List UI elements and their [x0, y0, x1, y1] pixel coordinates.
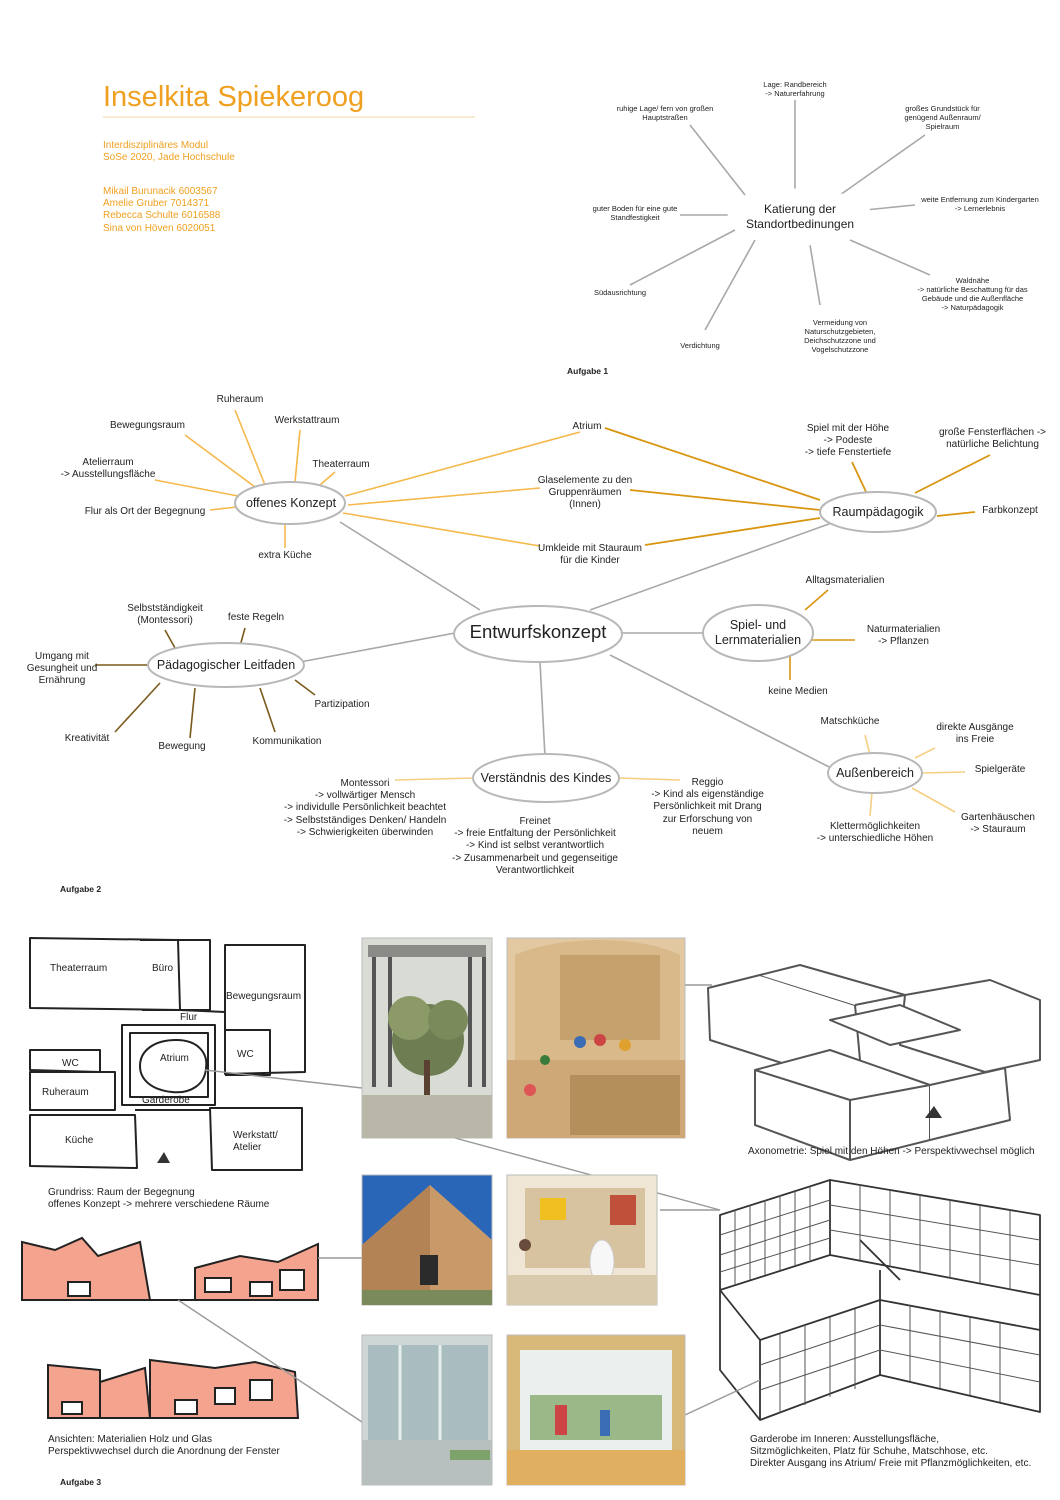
page-title: Inselkita Spiekeroog — [103, 81, 365, 113]
outdoor-leaves-lines — [864, 734, 966, 817]
axonometry-entrance-marker — [925, 1106, 942, 1118]
room-label: WC — [62, 1058, 79, 1069]
location-branch: weite Entfernung zum Kindergarten -> Ler… — [921, 195, 1039, 214]
leaf-everyday-materials: Alltagsmaterialien — [805, 575, 885, 586]
room-label: Garderobe — [142, 1095, 190, 1106]
node-open-concept: offenes Konzept — [245, 496, 337, 510]
team-member: Amelie Gruber 7014371 — [103, 198, 210, 210]
leaf-fixed-rules: feste Regeln — [227, 612, 285, 623]
floor-plan-sketch — [29, 937, 306, 1171]
room-pedagogy-leaves-lines — [604, 427, 991, 546]
leaf-independence: Selbstständigkeit (Montessori) — [127, 603, 203, 627]
photo-connectors — [177, 984, 761, 1423]
location-branch: Waldnähe -> natürliche Beschattung für d… — [917, 276, 1028, 313]
photo-playroom — [506, 1174, 658, 1306]
room-label: Ruheraum — [42, 1087, 89, 1098]
team-member: Sina von Höven 6020051 — [103, 222, 216, 234]
concept-ellipses — [147, 481, 937, 803]
materials-outdoor-leaves-lines — [789, 589, 855, 680]
leaf-height-play: Spiel mit der Höhe -> Podeste -> tiefe F… — [804, 423, 892, 459]
room-label: Theaterraum — [50, 963, 108, 974]
node-materials: Spiel- und Lernmaterialien — [714, 618, 802, 648]
task-label-1: Aufgabe 1 — [567, 366, 609, 376]
location-branch: Verdichtung — [680, 341, 720, 350]
location-center: Katierung der Standortbedinungen — [745, 202, 855, 231]
room-label: Flur — [180, 1012, 198, 1023]
leaf-studio: Atelierraum -> Ausstellungsfläche — [60, 457, 156, 481]
photo-wood-house — [361, 1174, 493, 1306]
leaf-atrium: Atrium — [572, 421, 602, 432]
leaf-workshop: Werkstattraum — [274, 415, 340, 426]
room-label: Bewegungsraum — [226, 991, 302, 1002]
room-label: Büro — [152, 963, 174, 974]
leaf-creativity: Kreativität — [64, 733, 110, 744]
room-label: Küche — [65, 1135, 94, 1146]
leaf-freinet: Freinet -> freie Entfaltung der Persönli… — [452, 816, 618, 876]
leaf-participation: Partizipation — [314, 699, 370, 710]
leaf-climbing: Klettermöglichkeiten -> unterschiedliche… — [816, 821, 934, 845]
room-label: Atrium — [160, 1053, 189, 1064]
floor-plan-entrance-marker — [157, 1152, 170, 1163]
leaf-montessori: Montessori -> vollwärtiger Mensch -> ind… — [283, 778, 447, 838]
room-label: Werkstatt/ Atelier — [233, 1130, 278, 1154]
leaf-movement: Bewegung — [158, 741, 206, 752]
node-guideline: Pädagogischer Leitfaden — [156, 658, 296, 672]
photo-window-seat — [506, 1334, 686, 1486]
wardrobe-grid — [719, 1185, 1041, 1413]
wardrobe-caption: Garderobe im Inneren: Ausstellungsfläche… — [750, 1434, 1032, 1470]
wardrobe-sketch — [719, 1179, 1041, 1421]
node-outdoor: Außenbereich — [836, 766, 914, 780]
leaf-theater: Theaterraum — [312, 459, 370, 470]
leaf-rest-room: Ruheraum — [216, 394, 264, 405]
location-branch: Vermeidung von Naturschutzgebieten, Deic… — [804, 318, 876, 355]
location-branch: Südausrichtung — [593, 288, 647, 297]
photo-play-podium — [506, 937, 686, 1139]
leaf-mud-kitchen: Matschküche — [820, 716, 880, 727]
leaf-reggio: Reggio -> Kind als eigenständige Persönl… — [651, 777, 764, 837]
location-spokes — [629, 100, 931, 331]
leaf-direct-exits: direkte Ausgänge ins Freie — [936, 722, 1014, 746]
team-list: Mikail Burunacik 6003567 Amelie Gruber 7… — [103, 186, 220, 235]
location-branch: Lage: Randbereich -> Naturerfahrung — [763, 80, 827, 99]
leaf-natural-materials: Naturmaterialien -> Pflanzen — [866, 624, 941, 648]
team-member: Rebecca Schulte 6016588 — [103, 210, 221, 222]
node-understanding: Verständnis des Kindes — [480, 771, 612, 785]
location-branch: guter Boden für eine gute Standfestigkei… — [592, 204, 678, 223]
module-info: Interdisziplinäres Modul SoSe 2020, Jade… — [103, 140, 235, 164]
guideline-leaves-lines — [95, 627, 316, 739]
elevation-sketch-bottom — [47, 1358, 300, 1419]
leaf-play-equipment: Spielgeräte — [974, 764, 1026, 775]
photo-atrium — [361, 937, 493, 1139]
concept-center: Entwurfskonzept — [469, 621, 607, 642]
axonometry-caption: Axonometrie: Spiel mit den Höhen -> Pers… — [748, 1146, 1035, 1157]
leaf-communication: Kommunikation — [252, 736, 322, 747]
leaf-color-concept: Farbkonzept — [982, 505, 1038, 516]
leaf-kitchen: extra Küche — [258, 550, 312, 561]
leaf-glass-elements: Glaselemente zu den Gruppenräumen (Innen… — [537, 475, 633, 511]
task-label-2: Aufgabe 2 — [60, 884, 102, 894]
location-center-ellipse — [727, 188, 873, 246]
concept-main-branches — [299, 519, 841, 771]
open-concept-leaves-lines — [154, 409, 581, 548]
leaf-changing-room: Umkleide mit Stauraum für die Kinder — [538, 543, 642, 567]
team-member: Mikail Burunacik 6003567 — [103, 186, 218, 197]
location-branch: großes Grundstück für genügend Außenraum… — [904, 104, 981, 132]
leaf-no-media: keine Medien — [768, 686, 828, 697]
elevation-sketch-top — [21, 1236, 319, 1301]
room-label: WC — [237, 1049, 254, 1060]
leaf-movement-room: Bewegungsraum — [109, 420, 186, 431]
axonometry-sketch — [707, 964, 1041, 1161]
photo-glass-entrance — [361, 1334, 493, 1486]
floor-plan-caption: Grundriss: Raum der Begegnung offenes Ko… — [48, 1187, 270, 1211]
leaf-health: Umgang mit Gesungheit und Ernährung — [26, 651, 98, 687]
location-branch: ruhige Lage/ fern von großen Hauptstraße… — [616, 104, 714, 123]
task-label-3: Aufgabe 3 — [60, 1477, 102, 1487]
leaf-corridor: Flur als Ort der Begegnung — [84, 506, 206, 517]
node-room-pedagogy: Raumpädagogik — [832, 505, 924, 519]
leaf-garden-house: Gartenhäuschen -> Stauraum — [961, 812, 1035, 836]
understanding-leaves-lines — [394, 777, 681, 781]
leaf-windows: große Fensterflächen -> natürliche Belic… — [939, 427, 1046, 451]
elevations-caption: Ansichten: Materialien Holz und Glas Per… — [48, 1434, 280, 1458]
